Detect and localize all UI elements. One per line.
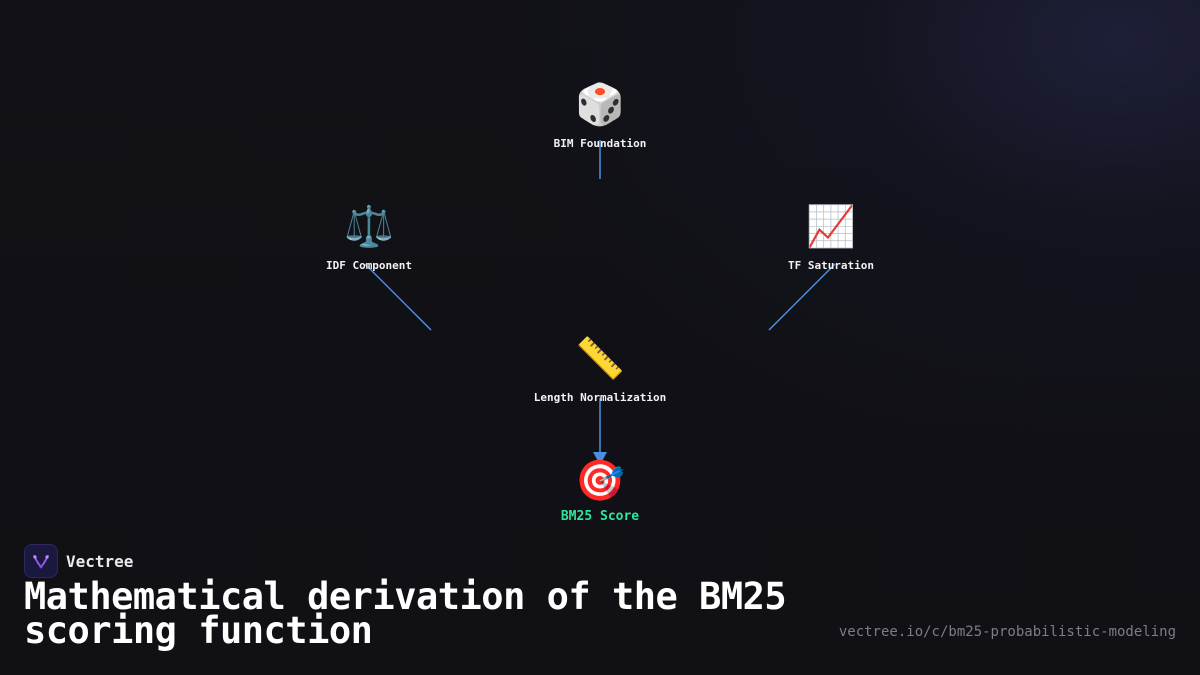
arrowhead-icon <box>593 452 607 465</box>
vectree-logo-icon <box>24 544 58 578</box>
balance-scale-icon: ⚖️ <box>344 204 394 250</box>
node-label: IDF Component <box>325 259 413 272</box>
brand: Vectree <box>24 544 133 578</box>
edge-tf-saturation <box>768 263 836 331</box>
node-bim-foundation: 🎲 BIM Foundation <box>554 81 647 151</box>
node-label: TF Saturation <box>787 259 875 272</box>
chart-increasing-icon: 📈 <box>806 204 856 250</box>
node-idf-component: ⚖️ IDF Component <box>326 203 412 273</box>
brand-name: Vectree <box>66 551 134 571</box>
target-icon: 🎯 <box>575 458 625 504</box>
node-tf-saturation: 📈 TF Saturation <box>788 203 874 273</box>
node-label: BIM Foundation <box>553 137 647 150</box>
result-label: BM25 Score <box>560 509 640 524</box>
page-title: Mathematical derivation of the BM25 scor… <box>24 575 787 652</box>
node-label: Length Normalization <box>533 391 667 404</box>
node-length-normalization: 📏 Length Normalization <box>534 335 666 405</box>
page-url: vectree.io/c/bm25-probabilistic-modeling <box>838 624 1176 640</box>
ruler-icon: 📏 <box>575 336 625 382</box>
edge-idf-component <box>364 263 432 331</box>
node-bm25-score: 🎯 BM25 Score <box>561 457 639 524</box>
game-die-icon: 🎲 <box>575 82 625 128</box>
